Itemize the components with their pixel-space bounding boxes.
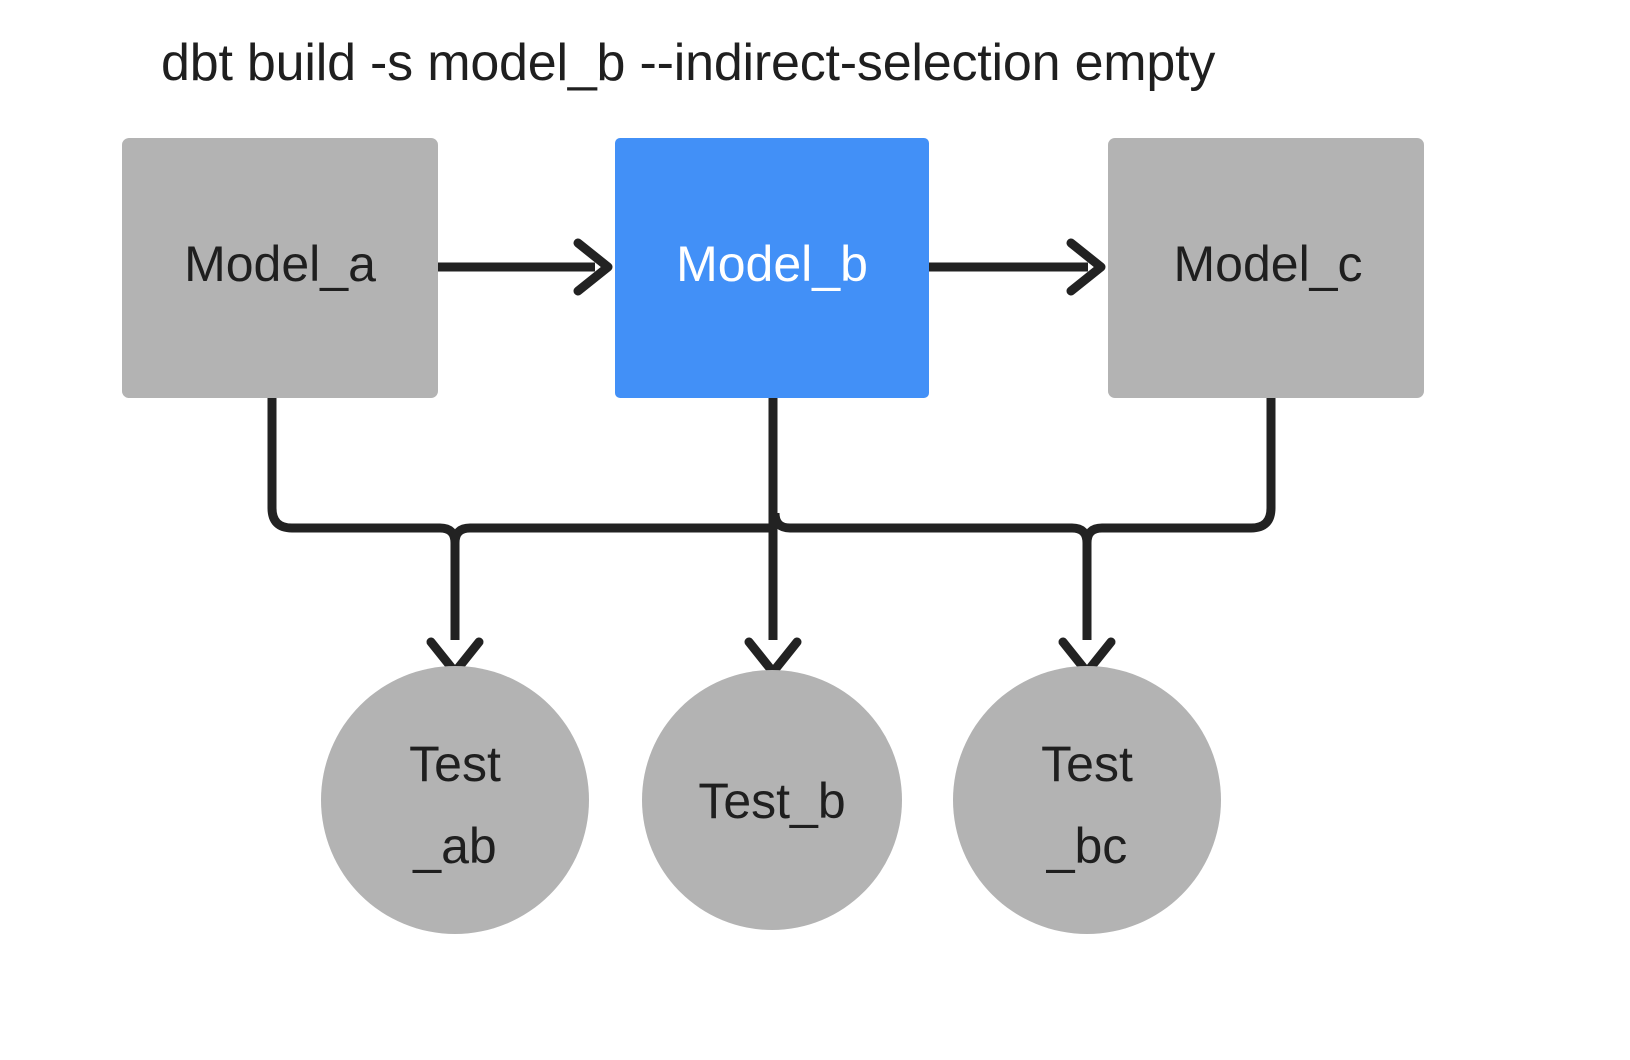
node-model-c[interactable]: Model_c	[1108, 138, 1424, 398]
node-model-b-shape[interactable]	[615, 138, 929, 398]
edge-model-a-to-test-ab	[267, 398, 440, 533]
node-test-ab-shape[interactable]	[321, 666, 589, 934]
node-model-b[interactable]: Model_b	[615, 138, 929, 398]
edge-model-b-to-test-bc	[770, 512, 1116, 677]
node-test-bc[interactable]: Test _bc	[953, 666, 1221, 934]
node-test-ab-label-line1: Test	[409, 736, 501, 792]
node-model-a-shape[interactable]	[122, 138, 438, 398]
node-test-bc-label-line1: Test	[1041, 736, 1133, 792]
node-test-bc-shape[interactable]	[953, 666, 1221, 934]
node-model-c-label: Model_c	[1174, 236, 1363, 292]
node-test-ab-label-line2: _ab	[412, 818, 496, 874]
node-model-b-label: Model_b	[676, 236, 868, 292]
node-test-bc-label-line2: _bc	[1046, 818, 1128, 874]
edge-model-a-to-model-b	[438, 238, 613, 296]
node-test-b-shape[interactable]	[642, 670, 902, 930]
edge-model-b-to-test-b	[744, 398, 802, 677]
node-test-b[interactable]: Test_b	[642, 670, 902, 930]
node-test-ab[interactable]: Test _ab	[321, 666, 589, 934]
node-model-c-shape[interactable]	[1108, 138, 1424, 398]
node-model-a[interactable]: Model_a	[122, 138, 438, 398]
edge-model-b-to-model-c	[929, 238, 1106, 296]
node-test-b-label: Test_b	[698, 773, 845, 829]
diagram-title: dbt build -s model_b --indirect-selectio…	[161, 34, 1215, 92]
edge-model-c-to-test-bc	[1102, 398, 1276, 533]
edge-model-b-to-test-ab	[426, 523, 775, 677]
node-model-a-label: Model_a	[184, 236, 376, 292]
